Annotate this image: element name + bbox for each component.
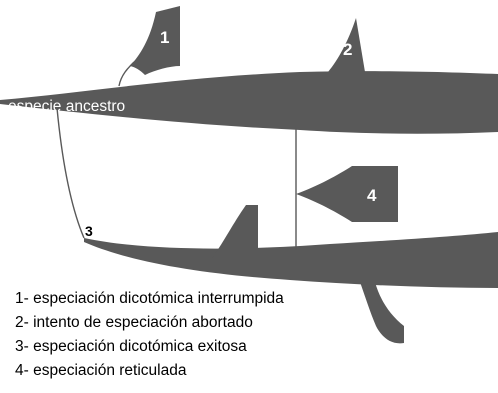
branch-3-side-lineage	[212, 205, 258, 258]
marker-3: 3	[85, 223, 93, 239]
legend-item-3: 3- especiación dicotómica exitosa	[15, 335, 284, 359]
legend-item-1: 1- especiación dicotómica interrumpida	[15, 287, 284, 311]
legend-item-2: 2- intento de especiación abortado	[15, 311, 284, 335]
marker-4: 4	[367, 186, 377, 205]
branch-3-stem	[57, 108, 84, 238]
branch-3-lower-lineage	[360, 282, 404, 343]
marker-1: 1	[160, 28, 169, 47]
ancestor-label: especie ancestro	[8, 98, 125, 115]
branch-1-lineage	[130, 6, 180, 75]
branch-3-lineage	[84, 232, 498, 288]
legend: 1- especiación dicotómica interrumpida 2…	[15, 287, 284, 383]
marker-2: 2	[343, 40, 352, 59]
branch-4-lineage	[296, 166, 398, 222]
legend-item-4: 4- especiación reticulada	[15, 359, 284, 383]
